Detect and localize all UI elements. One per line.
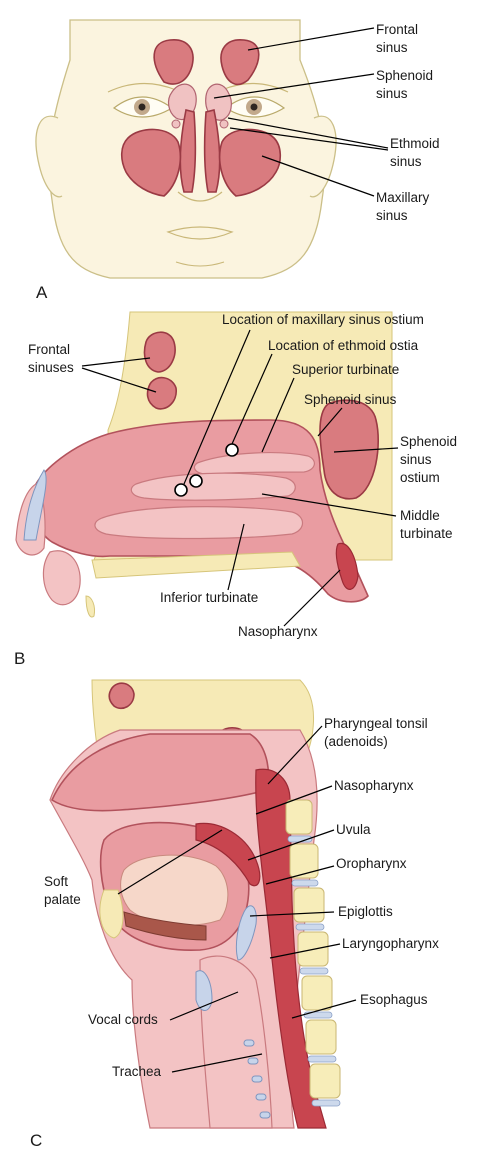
label-pharyngeal-tonsil: Pharyngeal tonsil(adenoids) xyxy=(324,716,428,749)
label-laryngopharynx: Laryngopharynx xyxy=(342,936,439,951)
label-vocal-cords: Vocal cords xyxy=(88,1012,158,1027)
label-inferior-turbinate: Inferior turbinate xyxy=(160,590,258,605)
label-maxillary-sinus-ostium: Location of maxillary sinus ostium xyxy=(222,312,424,327)
pharynx-illustration xyxy=(49,679,341,1129)
panel-letter-b: B xyxy=(14,649,25,668)
sinus-illustration-a xyxy=(120,39,282,197)
label-superior-turbinate: Superior turbinate xyxy=(292,362,399,377)
nasal-cavity-illustration xyxy=(15,311,393,618)
panel-letter-a: A xyxy=(36,283,48,302)
tracheal-rings xyxy=(243,1039,271,1119)
label-sphenoid-sinus: Sphenoid sinus xyxy=(304,392,397,407)
label-trachea: Trachea xyxy=(112,1064,162,1079)
label-uvula: Uvula xyxy=(336,822,371,837)
label-epiglottis: Epiglottis xyxy=(338,904,393,919)
panel-letter-c: C xyxy=(30,1131,42,1150)
label-oropharynx: Oropharynx xyxy=(336,856,407,871)
label-esophagus: Esophagus xyxy=(360,992,428,1007)
label-nasopharynx-b: Nasopharynx xyxy=(238,624,318,639)
label-ethmoid-ostia: Location of ethmoid ostia xyxy=(268,338,419,353)
label-nasopharynx-c: Nasopharynx xyxy=(334,778,414,793)
panel-c: Pharyngeal tonsil(adenoids) Nasopharynx … xyxy=(30,679,439,1150)
